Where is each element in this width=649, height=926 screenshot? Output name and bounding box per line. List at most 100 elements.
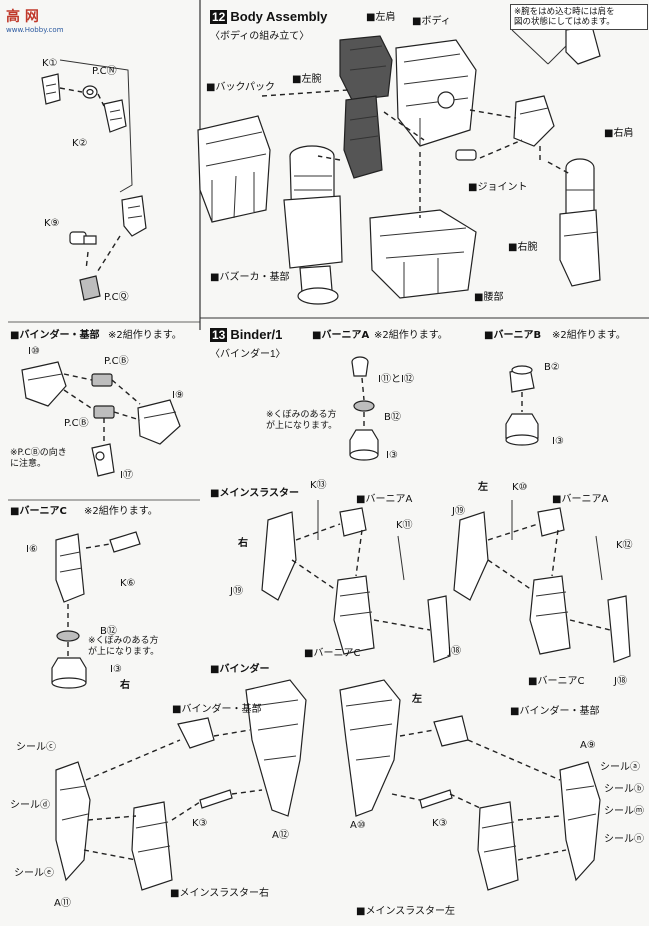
binder-right-tag: 右	[120, 680, 130, 691]
step12-title: Body Assembly	[230, 9, 328, 24]
main-thruster-left-drawing	[453, 500, 631, 663]
assembled-shoulder-part	[121, 195, 147, 237]
label-waist: ■腰部	[474, 292, 504, 303]
label-k2: K②	[72, 138, 88, 149]
step13-subtitle: 〈バインダー1〉	[210, 349, 286, 360]
label-binder-i17: I⑰	[120, 470, 133, 481]
vernier-a-top-drawing	[351, 356, 369, 377]
vernier-a-b12-drawing	[353, 400, 375, 412]
logo-text: 高 网	[6, 9, 39, 25]
label-binder-left-seal-m: シールⓜ	[604, 806, 644, 817]
vernier-c-note: ※くぼみのある方 が上になります。	[88, 636, 160, 657]
label-binder-pcb2: P.CⒷ	[64, 418, 89, 429]
label-vernier-a-i3: I③	[386, 450, 398, 461]
vernier-a-note: ※くぼみのある方 が上になります。	[266, 410, 338, 431]
label-k9: K⑨	[44, 218, 60, 229]
binder-base-pcb2-drawing	[93, 405, 115, 419]
label-mt-left-k10: K⑩	[512, 482, 528, 493]
step13-number: 13	[210, 328, 228, 342]
vernier-b-title: ■バーニアB	[484, 330, 542, 341]
label-binder-left-seal-n: シールⓝ	[604, 834, 644, 845]
pcn-part	[82, 85, 98, 99]
step13-title: Binder/1	[230, 327, 283, 342]
label-vernier-b-i3: I③	[552, 436, 564, 447]
label-mt-right-k13: K⑬	[310, 480, 327, 491]
k2-part	[103, 99, 127, 133]
binder-title: ■バインダー	[210, 664, 270, 675]
label-k1: K①	[42, 58, 58, 69]
watermark-logo: 高 网 www.Hobby.com	[6, 6, 68, 40]
main-thruster-left-tag: 左	[478, 482, 488, 493]
shoulder-detail-drawing	[511, 25, 601, 65]
label-binder-left-a9: A⑨	[580, 740, 596, 751]
vernier-c-i3-drawing	[51, 657, 87, 689]
main-thruster-right-tag: 右	[238, 538, 248, 549]
vernier-a-title: ■バーニアA	[312, 330, 370, 341]
binder-base-pcb1-drawing	[91, 373, 113, 387]
binder-left-tag: 左	[412, 694, 422, 705]
vernier-c-count: ※2組作ります。	[84, 506, 158, 517]
right-arm-drawing	[559, 158, 601, 287]
logo-url: www.Hobby.com	[6, 26, 64, 34]
label-binder-pcb1: P.CⒷ	[104, 356, 129, 367]
label-mt-left-k12: K⑫	[616, 540, 633, 551]
label-left-arm: ■左腕	[292, 74, 322, 85]
vernier-b-top-drawing	[509, 365, 535, 393]
label-binder-left-seal-a: シールⓐ	[600, 762, 640, 773]
vernier-b-count: ※2組作ります。	[552, 330, 626, 341]
label-mt-left-vernier-a: ■バーニアA	[552, 494, 609, 505]
label-binder-right-base: ■バインダー・基部	[172, 704, 262, 715]
label-vernier-c-i3: I③	[110, 664, 122, 675]
k9-part	[69, 231, 97, 245]
bazooka-drawing	[283, 145, 343, 305]
label-vernier-a-b12: B⑫	[384, 412, 401, 423]
binder-base-title: ■バインダー・基部	[10, 330, 100, 341]
label-vernier-a-i11-i12: I⑪とI⑫	[378, 374, 414, 385]
label-right-shoulder: ■右肩	[604, 128, 634, 139]
label-joint: ■ジョイント	[468, 182, 528, 193]
label-vernier-b-b2: B②	[544, 362, 560, 373]
binder-base-i17-drawing	[91, 443, 115, 477]
label-mt-right-j18: J⑱	[448, 646, 461, 657]
binder-base-i9-drawing	[137, 399, 181, 445]
label-binder-i10: I⑩	[28, 346, 40, 357]
binder-base-i10-drawing	[21, 361, 67, 407]
label-body: ■ボディ	[412, 16, 451, 27]
label-mt-left-j19: J⑲	[452, 506, 465, 517]
label-binder-left-k3: K③	[432, 818, 448, 829]
left-shoulder-drawing	[339, 35, 393, 101]
body-drawing	[395, 39, 477, 147]
vernier-c-k6-drawing	[109, 531, 141, 553]
label-mt-right-vernier-c: ■バーニアC	[304, 648, 361, 659]
right-shoulder-drawing	[513, 95, 555, 147]
step12-subtitle: 〈ボディの組み立て〉	[210, 31, 310, 42]
vernier-b-i3-drawing	[505, 413, 539, 446]
label-binder-left-a10: A⑩	[350, 820, 366, 831]
pcq-part	[79, 275, 101, 301]
label-binder-right-seal-c: シールⓒ	[16, 742, 56, 753]
step12-note: ※腕をはめ込む時には肩を 図の状態にしてはめます。	[510, 4, 648, 30]
label-mt-right-k11: K⑪	[396, 520, 413, 531]
label-vernier-c-b12: B⑫	[100, 626, 117, 637]
label-binder-right-seal-d: シールⓓ	[10, 800, 50, 811]
binder-right-drawing	[55, 679, 307, 891]
label-binder-right-main-thruster: ■メインスラスター右	[170, 888, 270, 899]
binder-base-note: ※P.CⒷの向き に注意。	[10, 448, 67, 469]
label-bazooka-base: ■バズーカ・基部	[210, 272, 290, 283]
label-binder-right-k3: K③	[192, 818, 208, 829]
vernier-c-b12-drawing	[56, 630, 80, 642]
label-right-arm: ■右腕	[508, 242, 538, 253]
label-left-shoulder: ■左肩	[366, 12, 396, 23]
label-vernier-c-i6: I⑥	[26, 544, 38, 555]
waist-drawing	[369, 209, 477, 299]
label-mt-left-vernier-c: ■バーニアC	[528, 676, 585, 687]
label-mt-left-j18: J⑱	[614, 676, 627, 687]
main-thruster-right-drawing	[261, 500, 451, 663]
vernier-c-i6-drawing	[55, 533, 85, 603]
label-binder-right-seal-e: シールⓔ	[14, 868, 54, 879]
joint-drawing	[455, 149, 477, 161]
